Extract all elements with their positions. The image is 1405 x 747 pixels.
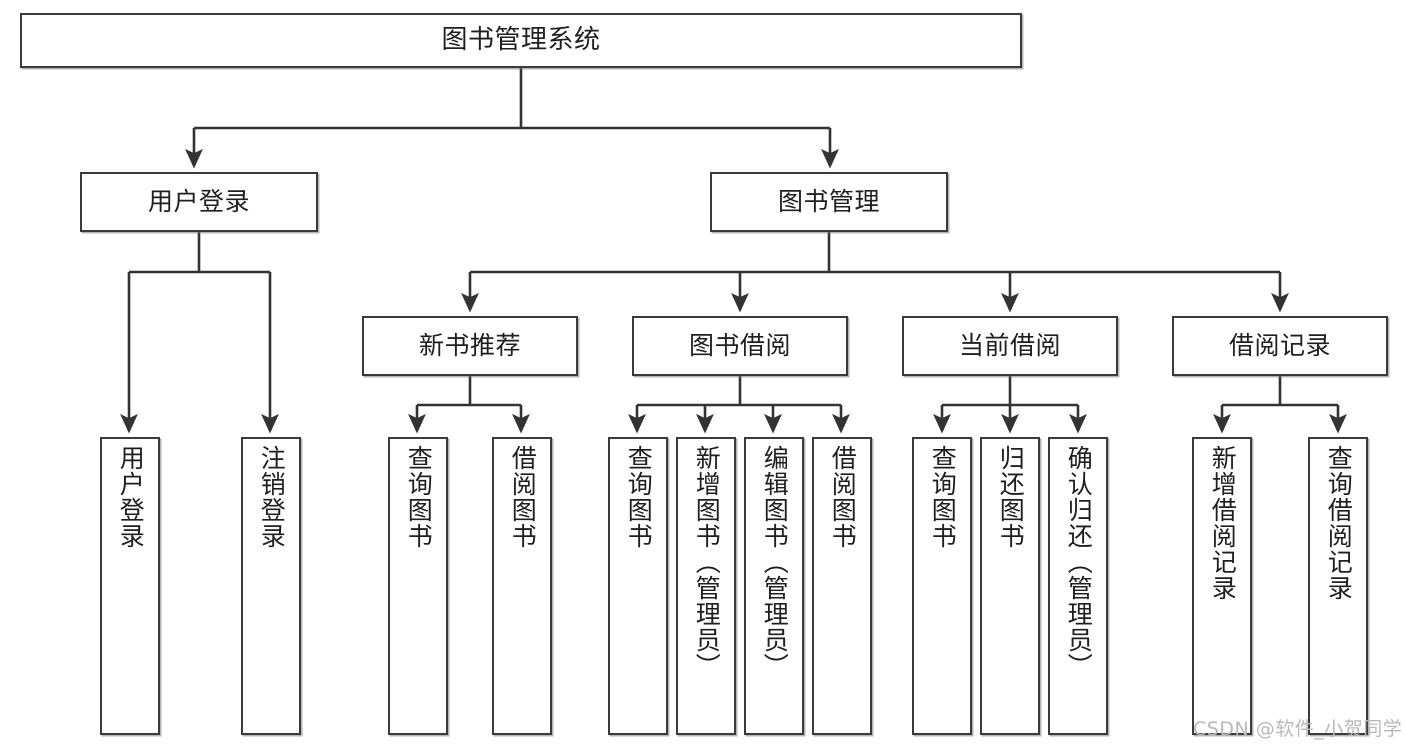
node-leaf-add-book[interactable]: 新增图书（管理员） <box>676 437 736 735</box>
node-leaf-confirm-return[interactable]: 确认归还（管理员） <box>1048 437 1108 735</box>
node-leaf-borrow-book-2[interactable]: 借阅图书 <box>812 437 872 735</box>
node-label: 确认归还（管理员） <box>1064 445 1094 679</box>
node-leaf-query-record[interactable]: 查询借阅记录 <box>1308 437 1368 735</box>
node-label: 借阅记录 <box>1228 331 1331 360</box>
node-label: 归还图书 <box>996 445 1026 549</box>
node-label: 用户登录 <box>147 187 250 216</box>
node-label: 查询图书 <box>928 445 958 549</box>
node-label: 查询图书 <box>404 445 434 549</box>
node-root-system[interactable]: 图书管理系统 <box>20 13 1022 68</box>
node-label: 图书借阅 <box>688 331 791 360</box>
node-label: 注销登录 <box>257 445 287 549</box>
node-label: 查询借阅记录 <box>1324 445 1354 601</box>
node-leaf-borrow-book-1[interactable]: 借阅图书 <box>492 437 552 735</box>
node-leaf-query-book-1[interactable]: 查询图书 <box>388 437 448 735</box>
node-leaf-add-record[interactable]: 新增借阅记录 <box>1192 437 1252 735</box>
node-new-book-recommend[interactable]: 新书推荐 <box>362 316 578 376</box>
node-leaf-return-book[interactable]: 归还图书 <box>980 437 1040 735</box>
node-leaf-query-book-2[interactable]: 查询图书 <box>608 437 668 735</box>
node-leaf-user-login[interactable]: 用户登录 <box>100 437 160 735</box>
node-label: 图书管理 <box>777 187 880 216</box>
node-user-login[interactable]: 用户登录 <box>80 172 318 232</box>
node-label: 新书推荐 <box>418 331 521 360</box>
node-label: 当前借阅 <box>958 331 1061 360</box>
node-leaf-user-logout[interactable]: 注销登录 <box>241 437 301 735</box>
node-label: 用户登录 <box>116 445 146 549</box>
node-current-borrow[interactable]: 当前借阅 <box>902 316 1118 376</box>
node-book-borrow[interactable]: 图书借阅 <box>632 316 848 376</box>
node-label: 图书管理系统 <box>441 24 601 55</box>
node-borrow-record[interactable]: 借阅记录 <box>1172 316 1388 376</box>
node-label: 新增图书（管理员） <box>692 445 722 679</box>
csdn-watermark: CSDN @软件_小贺同学 <box>1193 718 1403 740</box>
node-label: 新增借阅记录 <box>1208 445 1238 601</box>
node-label: 借阅图书 <box>508 445 538 549</box>
node-leaf-edit-book[interactable]: 编辑图书（管理员） <box>744 437 804 735</box>
node-label: 编辑图书（管理员） <box>760 445 790 679</box>
node-label: 查询图书 <box>624 445 654 549</box>
node-book-manage[interactable]: 图书管理 <box>710 172 948 232</box>
node-leaf-query-book-3[interactable]: 查询图书 <box>912 437 972 735</box>
node-label: 借阅图书 <box>828 445 858 549</box>
